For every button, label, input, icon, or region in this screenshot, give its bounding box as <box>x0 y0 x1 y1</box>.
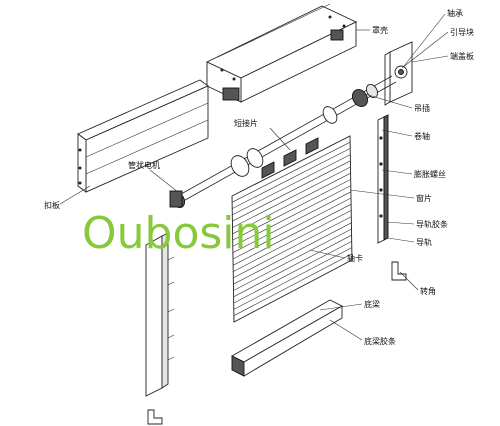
label-bottom-beam-strip: 底梁胶条 <box>364 336 396 346</box>
label-guide-rail: 导轨 <box>416 237 432 247</box>
slat-line <box>233 253 353 316</box>
slat-line <box>232 191 352 253</box>
slat-line <box>233 216 352 279</box>
label-cover-plate: 扣板 <box>44 200 60 210</box>
housing-part <box>205 3 358 103</box>
slat-line <box>233 228 352 291</box>
label-tube-motor: 管状电机 <box>128 160 160 170</box>
short-piece-part <box>261 137 319 179</box>
slat-line <box>232 185 351 247</box>
slat-line <box>232 197 352 260</box>
label-bearing: 轴承 <box>447 8 463 18</box>
slat-line <box>233 210 352 272</box>
slat-line <box>232 166 351 228</box>
slat-line <box>232 148 351 209</box>
slat-line <box>233 222 352 285</box>
label-guide-block: 引导块 <box>450 27 474 37</box>
roller-shaft-part <box>169 75 397 208</box>
leader-lines <box>59 13 449 341</box>
label-expansion-bolt: 膨胀螺丝 <box>414 169 446 179</box>
bottom-beam-part <box>231 299 343 377</box>
slat-line <box>232 160 351 222</box>
slat-line <box>233 247 352 310</box>
label-card-clip: 轴卡 <box>347 253 363 263</box>
left-rail-part <box>145 232 175 397</box>
label-roller-shaft: 卷轴 <box>414 131 430 141</box>
end-plate-part <box>384 41 413 106</box>
label-hanger: 吊插 <box>414 103 430 113</box>
label-guide-strip: 导轨胶条 <box>416 219 448 229</box>
watermark-text: Oubosini <box>82 208 275 259</box>
slat-line <box>232 154 351 216</box>
slat-line <box>232 203 352 266</box>
label-housing: 罩壳 <box>372 25 388 35</box>
slat-line <box>231 141 351 203</box>
slat-line <box>233 234 352 298</box>
curtain-slats-part <box>231 135 353 323</box>
guide-rail-part <box>377 114 389 244</box>
label-window-piece: 窗片 <box>416 193 432 203</box>
label-bottom-beam: 底梁 <box>364 299 380 309</box>
label-short-piece: 短接片 <box>234 118 258 128</box>
label-corner: 转角 <box>420 286 436 296</box>
labels: 罩壳 轴承 引导块 端盖板 吊插 卷轴 膨胀螺丝 窗片 导轨胶条 导轨 短接片 … <box>44 8 474 346</box>
slat-line <box>232 179 351 241</box>
slat-line <box>232 172 351 235</box>
slat-line <box>233 241 352 304</box>
cover-plate-part <box>77 79 209 193</box>
corner-part <box>147 261 407 425</box>
label-end-plate: 端盖板 <box>450 51 474 61</box>
